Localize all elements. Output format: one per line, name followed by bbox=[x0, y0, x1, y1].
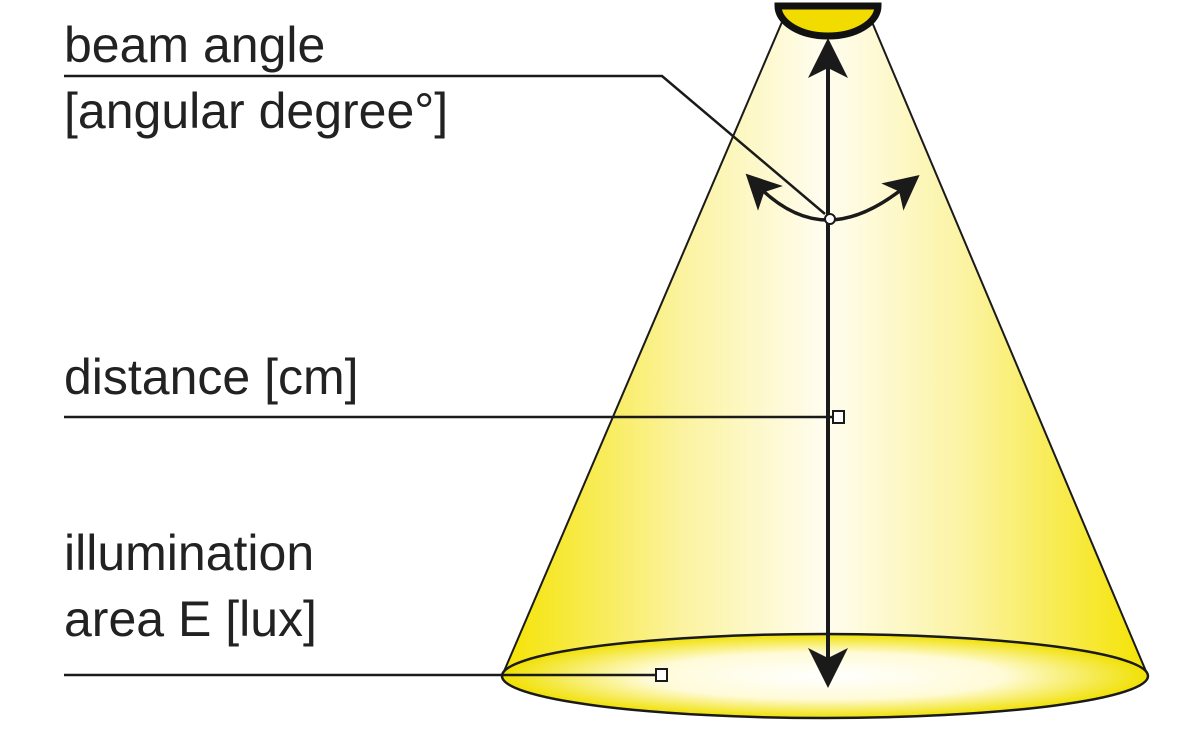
illumination-area-label: illumination area E [lux] bbox=[64, 520, 317, 652]
cone-edge-left bbox=[501, 21, 783, 677]
beam-angle-vertex bbox=[824, 213, 836, 225]
cone-edge-right bbox=[871, 21, 1149, 677]
beam-angle-leader bbox=[64, 74, 826, 215]
illumination-label-line1: illumination bbox=[64, 525, 315, 581]
beam-angle-label-line2: [angular degree°] bbox=[64, 83, 449, 139]
beam-angle-label-line1: beam angle bbox=[64, 17, 326, 73]
beam-angle-label: beam angle [angular degree°] bbox=[64, 12, 448, 144]
illumination-marker bbox=[655, 668, 668, 682]
illumination-label-line2: area E [lux] bbox=[64, 591, 317, 647]
light-cone bbox=[502, 22, 1148, 676]
distance-label: distance [cm] bbox=[64, 344, 359, 410]
distance-label-line1: distance [cm] bbox=[64, 349, 359, 405]
distance-marker bbox=[832, 410, 845, 424]
lamp-icon bbox=[774, 2, 882, 40]
